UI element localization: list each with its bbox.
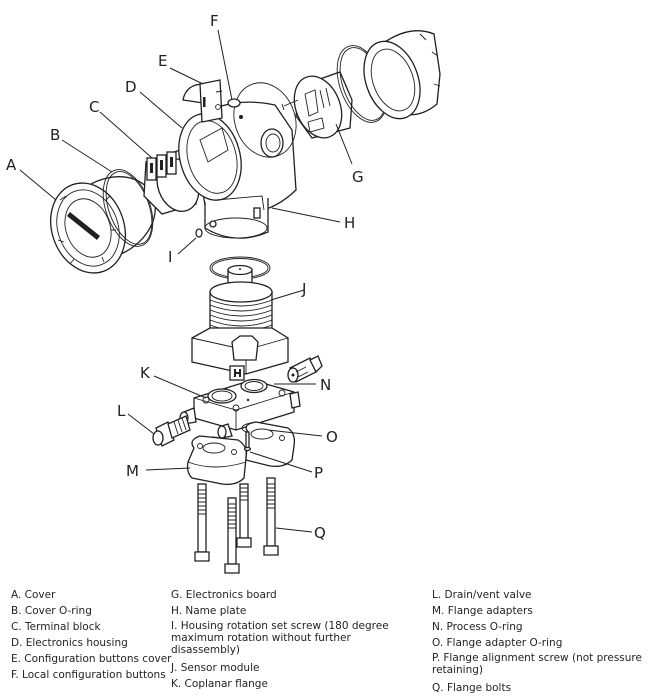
legend-item-m: M. Flange adapters [432,605,533,617]
callout-g: G [352,168,364,186]
leader-g [335,123,353,165]
leader-e [169,67,204,85]
legend-item-k: K. Coplanar flange [171,678,268,690]
leader-lines [19,29,353,533]
legend-item-i: I. Housing rotation set screw (180 degre… [171,620,389,656]
legend-item-n: N. Process O-ring [432,621,523,633]
callout-f: F [210,12,219,30]
leader-q [275,527,313,533]
part-set-screw [195,228,203,238]
callout-d: D [125,78,137,96]
part-flange-bolts [194,477,279,574]
leader-p [249,451,313,473]
legend-column-1: A. Cover B. Cover O-ring C. Terminal blo… [11,587,171,683]
legend-item-a: A. Cover [11,589,56,601]
leader-d [139,91,183,129]
legend-item-f: F. Local configuration buttons [11,669,166,681]
callout-e: E [158,52,167,70]
leader-f [217,29,233,101]
part-terminal-block [143,149,200,215]
leader-a [19,169,57,201]
leader-b [61,139,113,173]
legend-item-l: L. Drain/vent valve [432,589,532,601]
leader-k [153,375,207,399]
callout-p: P [314,464,323,482]
callout-o: O [326,428,338,446]
part-cover [50,176,156,274]
legend-column-3: L. Drain/vent valve M. Flange adapters N… [432,587,647,696]
leader-j [270,289,305,301]
part-rear-cover [363,30,441,120]
flange-bolt [263,477,279,556]
callout-q: Q [314,524,326,542]
legend-item-o: O. Flange adapter O-ring [432,637,563,649]
part-coplanar-flange [179,378,301,439]
callout-labels: A B C D E F G H I J K L M N O P Q [6,12,364,542]
flange-bolt [224,497,240,574]
leader-c [99,111,153,159]
legend-item-p: P. Flange alignment screw (not pressure … [432,652,642,676]
part-config-buttons-cover [199,79,223,123]
leader-i [177,237,197,255]
legend-item-e: E. Configuration buttons cover [11,653,172,665]
legend-item-c: C. Terminal block [11,621,101,633]
leader-o [267,429,323,437]
callout-k: K [140,364,151,382]
part-flange-adapters [186,421,296,486]
callout-j: J [301,280,306,298]
legend-item-d: D. Electronics housing [11,637,128,649]
callout-b: B [50,126,60,144]
legend-item-b: B. Cover O-ring [11,605,92,617]
legend-item-q: Q. Flange bolts [432,682,512,694]
leader-m [145,467,191,471]
legend-item-j: J. Sensor module [171,662,260,674]
part-electronics-board [281,71,353,139]
callout-h: H [344,214,355,232]
part-drain-vent-valve [152,415,191,447]
callout-c: C [89,98,99,116]
legend-column-2: G. Electronics board H. Name plate I. Ho… [171,587,421,692]
part-local-config-buttons [227,98,243,119]
leader-l [127,413,155,435]
callout-l: L [117,402,126,420]
part-flange-alignment-screw [243,431,252,452]
flange-bolt [236,483,252,548]
callout-n: N [320,376,331,394]
part-sensor-module [191,256,289,381]
legend-item-h: H. Name plate [171,605,247,617]
leader-h [271,207,341,223]
callout-m: M [126,462,139,480]
part-electronics-housing [178,82,297,239]
flange-bolt [194,483,210,562]
callout-i: I [168,248,172,266]
callout-a: A [6,156,17,174]
legend-item-g: G. Electronics board [171,589,277,601]
part-process-o-ring [287,355,323,383]
exploded-diagram: A B C D E F G H I J K L M N O P Q [6,12,441,574]
